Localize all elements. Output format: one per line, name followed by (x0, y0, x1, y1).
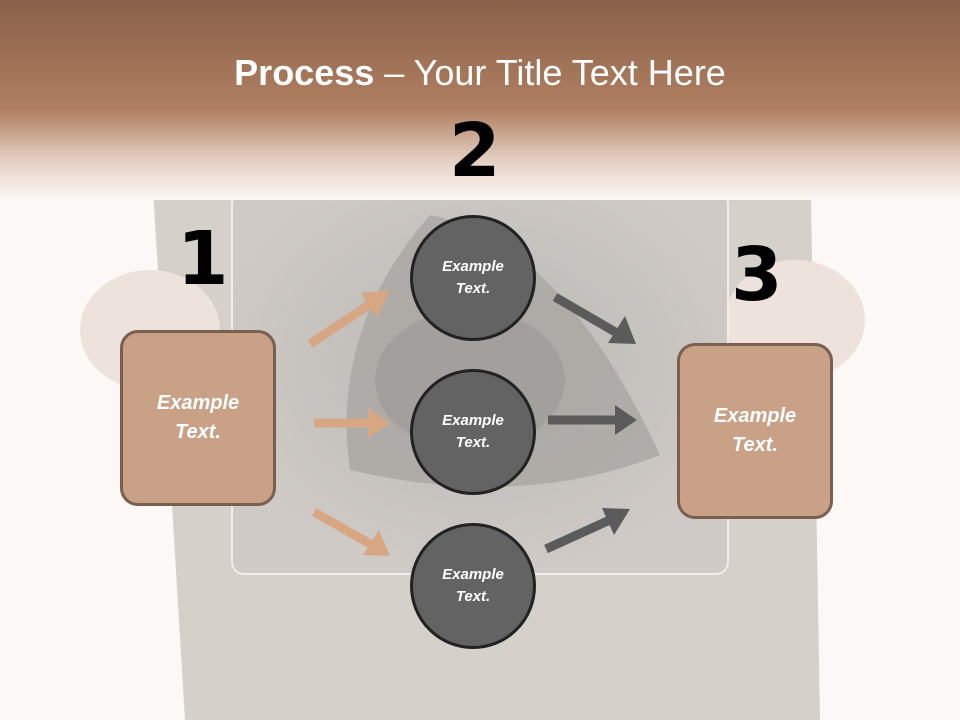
step-2-circle-top-text: Example Text. (442, 257, 504, 298)
step-number-3: 3 (731, 232, 783, 318)
step-2-circle-top: Example Text. (410, 215, 536, 341)
arrow-left-middle (314, 408, 390, 438)
step-2-circle-bottom-text: Example Text. (442, 565, 504, 606)
step-2-circle-middle: Example Text. (410, 369, 536, 495)
arrow-right-middle (548, 405, 637, 435)
step-2-circle-middle-text: Example Text. (442, 411, 504, 452)
slide-title: Process – Your Title Text Here (0, 52, 960, 94)
arrow-right-down (552, 293, 636, 344)
step-1-box: Example Text. (120, 330, 276, 506)
arrow-left-down (311, 508, 390, 556)
step-2-circle-bottom: Example Text. (410, 523, 536, 649)
step-3-box: Example Text. (677, 343, 833, 519)
title-rest: – Your Title Text Here (374, 52, 726, 93)
arrow-right-up (544, 508, 630, 554)
step-number-1: 1 (177, 216, 229, 302)
arrow-left-up (307, 290, 390, 348)
step-3-text: Example Text. (713, 405, 797, 456)
step-number-2: 2 (449, 108, 501, 194)
title-bold: Process (234, 52, 375, 93)
step-1-text: Example Text. (156, 392, 240, 443)
